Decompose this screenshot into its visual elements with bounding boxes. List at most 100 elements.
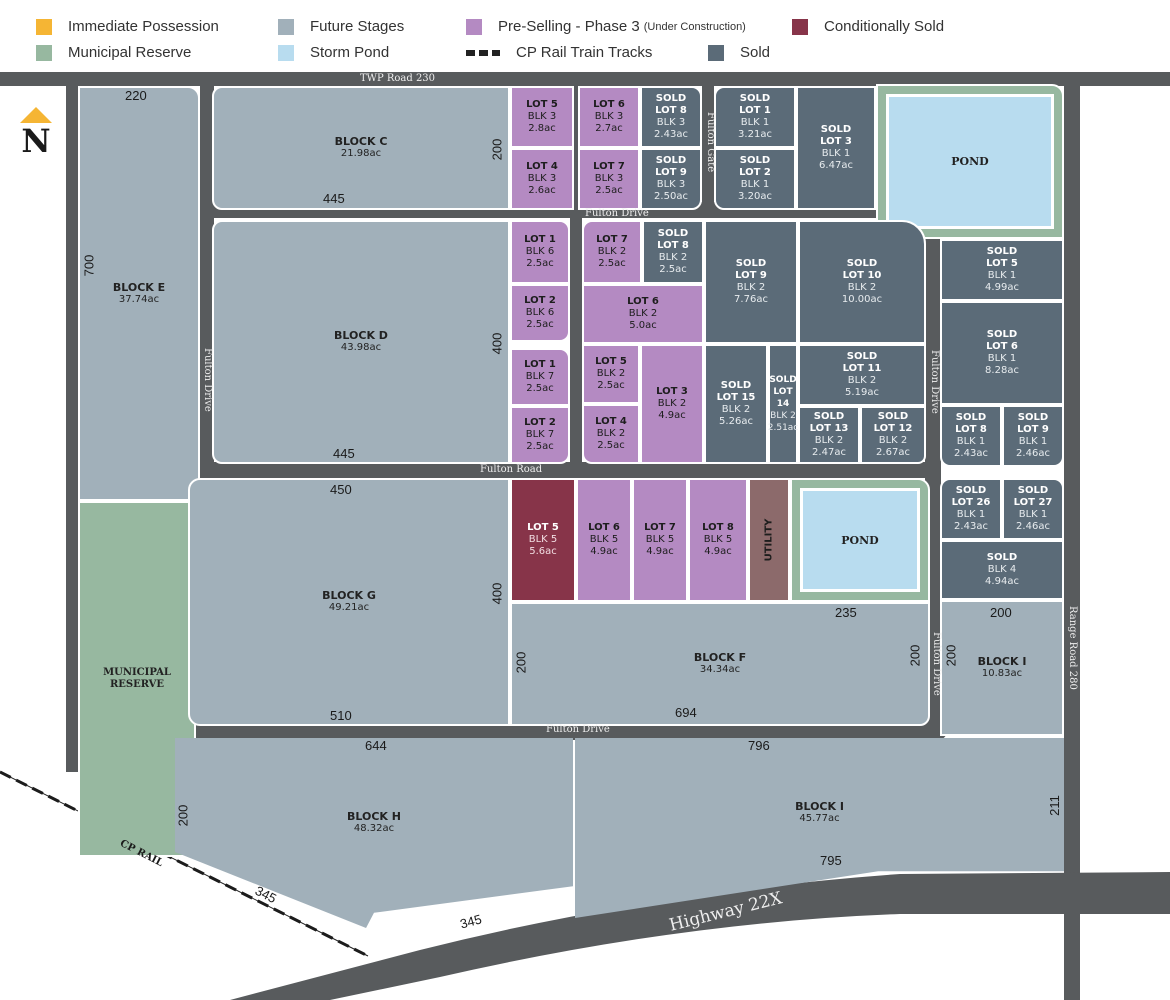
dim-g-bottom: 510 <box>330 708 352 723</box>
block-i-north[interactable]: BLOCK I 10.83ac <box>940 600 1064 736</box>
dim-f-left: 200 <box>513 651 529 674</box>
dim-i-left: 200 <box>943 644 959 667</box>
block-f[interactable]: BLOCK F 34.34ac <box>510 602 930 726</box>
dim-h-top: 644 <box>365 738 387 753</box>
block-d[interactable]: BLOCK D 43.98ac <box>212 220 510 464</box>
highway-and-rail <box>0 770 1170 1000</box>
swatch-municipal-reserve <box>36 44 52 61</box>
label-twp-road-230: TWP Road 230 <box>360 73 436 84</box>
legend-cp-rail: CP Rail Train Tracks <box>466 44 652 61</box>
swatch-conditionally-sold <box>792 18 808 35</box>
label-fulton-drive-south: Fulton Drive <box>546 724 610 735</box>
label-fulton-road: Fulton Road <box>480 464 543 475</box>
label-fulton-gate: Fulton Gate <box>705 112 716 173</box>
map-legend: Immediate Possession Future Stages Pre-S… <box>0 0 1170 72</box>
legend-storm-pond: Storm Pond <box>278 44 389 61</box>
label-fulton-drive-north: Fulton Drive <box>585 208 649 219</box>
dim-e-top: 220 <box>125 88 147 103</box>
label-fulton-drive-west: Fulton Drive <box>202 348 213 412</box>
block-e[interactable]: BLOCK E 37.74ac <box>78 86 200 501</box>
road-twp-230 <box>0 72 1170 86</box>
road-fulton-drive-south <box>172 722 947 740</box>
dim-d-bottom: 445 <box>333 446 355 461</box>
legend-conditionally-sold: Conditionally Sold <box>792 18 944 35</box>
legend-pre-selling: Pre-Selling - Phase 3(Under Construction… <box>466 18 746 35</box>
legend-immediate-possession: Immediate Possession <box>36 18 219 35</box>
site-map: BLOCK E 37.74ac 220 700 MUNICIPAL RESERV… <box>0 72 1170 1000</box>
storm-pond-south[interactable]: POND <box>800 488 920 592</box>
dim-f-top: 235 <box>835 605 857 620</box>
utility-lot[interactable]: UTILITY <box>748 478 790 602</box>
dim-g-top: 450 <box>330 482 352 497</box>
dim-i2-bottom: 795 <box>820 853 842 868</box>
dim-i2-top: 796 <box>748 738 770 753</box>
road-internal <box>570 218 582 468</box>
dim-d-side: 400 <box>489 332 505 355</box>
road-fulton-road <box>200 462 940 478</box>
road-range-280 <box>1064 72 1080 1000</box>
road-fulton-gate <box>702 86 714 206</box>
north-compass: N <box>20 107 52 159</box>
legend-future-stages: Future Stages <box>278 18 404 35</box>
dim-g-side: 400 <box>489 582 505 605</box>
legend-municipal-reserve: Municipal Reserve <box>36 44 191 61</box>
label-fulton-drive-east: Fulton Drive <box>929 350 940 414</box>
dim-f-right: 200 <box>907 644 923 667</box>
label-fulton-drive-east-lower: Fulton Drive <box>931 632 942 696</box>
block-c[interactable]: BLOCK C 21.98ac <box>212 86 510 210</box>
dim-c-bottom: 445 <box>323 191 345 206</box>
road-west <box>66 72 80 772</box>
block-g[interactable]: BLOCK G 49.21ac <box>188 478 510 726</box>
dim-e-side: 700 <box>81 254 97 277</box>
swatch-immediate-possession <box>36 18 52 35</box>
dim-c-side: 200 <box>489 138 505 161</box>
dim-f-bottom: 694 <box>675 705 697 720</box>
swatch-storm-pond <box>278 44 294 61</box>
rail-track-icon <box>466 49 500 56</box>
legend-sold: Sold <box>708 44 770 61</box>
label-range-road-280: Range Road 280 <box>1067 606 1078 690</box>
dim-i2-right: 211 <box>1046 795 1062 816</box>
storm-pond-north[interactable]: POND <box>886 94 1054 229</box>
swatch-sold <box>708 44 724 61</box>
north-arrow-icon <box>20 107 52 123</box>
swatch-pre-selling <box>466 18 482 35</box>
